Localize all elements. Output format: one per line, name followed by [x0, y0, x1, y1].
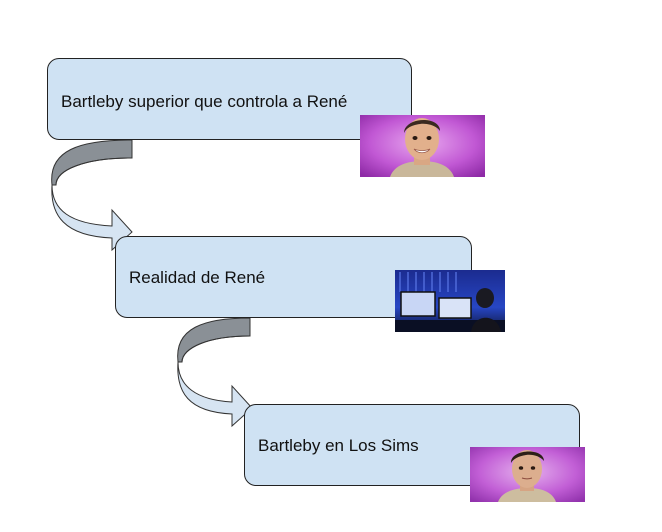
person-at-desktop-image [395, 270, 505, 332]
step-label-2: Realidad de René [129, 268, 266, 287]
sim-portrait-neutral-image [470, 447, 585, 502]
step-label-1: Bartleby superior que controla a René [61, 92, 348, 111]
step-box-1 [47, 58, 412, 140]
step-label-3: Bartleby en Los Sims [258, 436, 419, 455]
sim-portrait-smiling-image [360, 115, 485, 177]
